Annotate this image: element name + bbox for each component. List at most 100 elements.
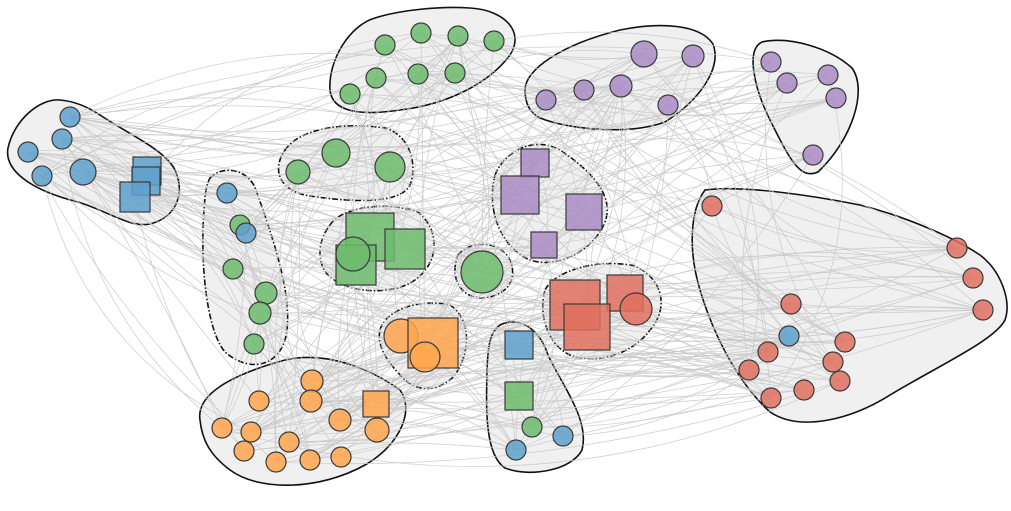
- edge: [384, 44, 545, 246]
- edge: [349, 93, 585, 213]
- edge: [417, 73, 622, 89]
- edge: [61, 138, 790, 337]
- edge: [250, 352, 834, 433]
- edge: [493, 31, 772, 63]
- edge: [245, 232, 520, 397]
- node-circle-orange: [328, 408, 352, 432]
- node-circle-blue: [51, 128, 73, 150]
- edge: [61, 93, 351, 144]
- edge: [232, 268, 342, 458]
- node-circle-red: [701, 195, 723, 217]
- node-square-purple: [520, 148, 550, 178]
- node-square-purple: [530, 231, 558, 259]
- edge: [349, 71, 456, 95]
- node-circle-blue: [59, 106, 81, 128]
- node-square-purple: [565, 193, 603, 231]
- node-circle-orange: [265, 451, 287, 473]
- edge: [221, 232, 247, 429]
- node-circle-orange: [240, 421, 262, 443]
- edge: [643, 53, 814, 156]
- edge: [82, 171, 974, 291]
- node-circle-green: [339, 83, 361, 105]
- edge: [82, 171, 846, 343]
- cluster-hulls: [6, 6, 1008, 487]
- node-circle-purple: [825, 87, 847, 109]
- node-circle-red: [757, 341, 779, 363]
- edge: [259, 312, 520, 397]
- edge: [69, 52, 547, 118]
- edge: [61, 134, 792, 305]
- node-circle-green: [222, 258, 244, 280]
- edge: [400, 154, 814, 337]
- edge: [288, 309, 984, 443]
- edge: [232, 268, 313, 382]
- edge: [309, 361, 834, 461]
- edge: [145, 180, 267, 294]
- edge: [82, 170, 626, 294]
- node-circle-green: [248, 301, 272, 325]
- edge: [288, 303, 792, 443]
- node-circle-orange: [409, 341, 441, 373]
- node-circle-blue: [552, 425, 574, 447]
- node-circle-purple: [760, 51, 782, 73]
- node-square-green: [504, 381, 534, 411]
- edge: [531, 85, 622, 428]
- edge: [311, 277, 974, 382]
- edge: [667, 104, 984, 311]
- node-circle-red: [962, 267, 984, 289]
- edge: [711, 205, 974, 279]
- node-square-green: [384, 228, 426, 270]
- edge: [711, 205, 841, 382]
- node-circle-green: [321, 138, 351, 168]
- edge: [27, 151, 588, 328]
- edge: [243, 89, 585, 452]
- node-circle-green: [374, 151, 406, 183]
- edge: [349, 93, 533, 428]
- edge: [518, 85, 623, 397]
- node-circle-orange: [233, 440, 255, 462]
- edge: [221, 72, 456, 429]
- edge: [788, 306, 984, 337]
- node-circle-red: [780, 293, 802, 315]
- node-circle-purple: [630, 40, 658, 68]
- edge: [424, 97, 837, 358]
- edge: [417, 73, 834, 363]
- node-circle-orange: [330, 446, 352, 468]
- node-circle-blue: [505, 439, 527, 461]
- node-circle-green: [483, 30, 505, 52]
- edge: [586, 325, 834, 363]
- edge: [245, 77, 377, 234]
- edge: [741, 82, 788, 371]
- edge: [69, 53, 645, 156]
- node-circle-purple: [535, 89, 557, 111]
- edge: [518, 335, 790, 374]
- edge: [667, 104, 713, 207]
- node-circle-green: [254, 281, 278, 305]
- edge: [69, 105, 846, 343]
- edge: [258, 295, 792, 402]
- nodes: [17, 22, 994, 473]
- edge: [393, 72, 456, 337]
- node-circle-orange: [248, 390, 270, 412]
- node-square-red: [563, 303, 611, 351]
- edge: [297, 55, 694, 173]
- edge: [531, 365, 750, 428]
- edge: [432, 341, 772, 399]
- edge: [288, 85, 622, 443]
- edge: [61, 138, 223, 429]
- node-circle-blue: [31, 165, 53, 187]
- node-circle-green: [365, 67, 387, 89]
- edge: [297, 171, 772, 399]
- edge: [243, 442, 517, 452]
- node-circle-orange: [364, 417, 390, 443]
- edge: [239, 55, 694, 226]
- node-circle-green: [374, 34, 396, 56]
- node-circle-red: [760, 387, 782, 409]
- node-circle-green: [335, 236, 371, 272]
- node-circle-red: [946, 237, 968, 259]
- edge: [311, 77, 377, 382]
- edge: [82, 171, 223, 429]
- edge: [69, 40, 495, 118]
- node-circle-green: [447, 25, 469, 47]
- edge: [404, 247, 834, 363]
